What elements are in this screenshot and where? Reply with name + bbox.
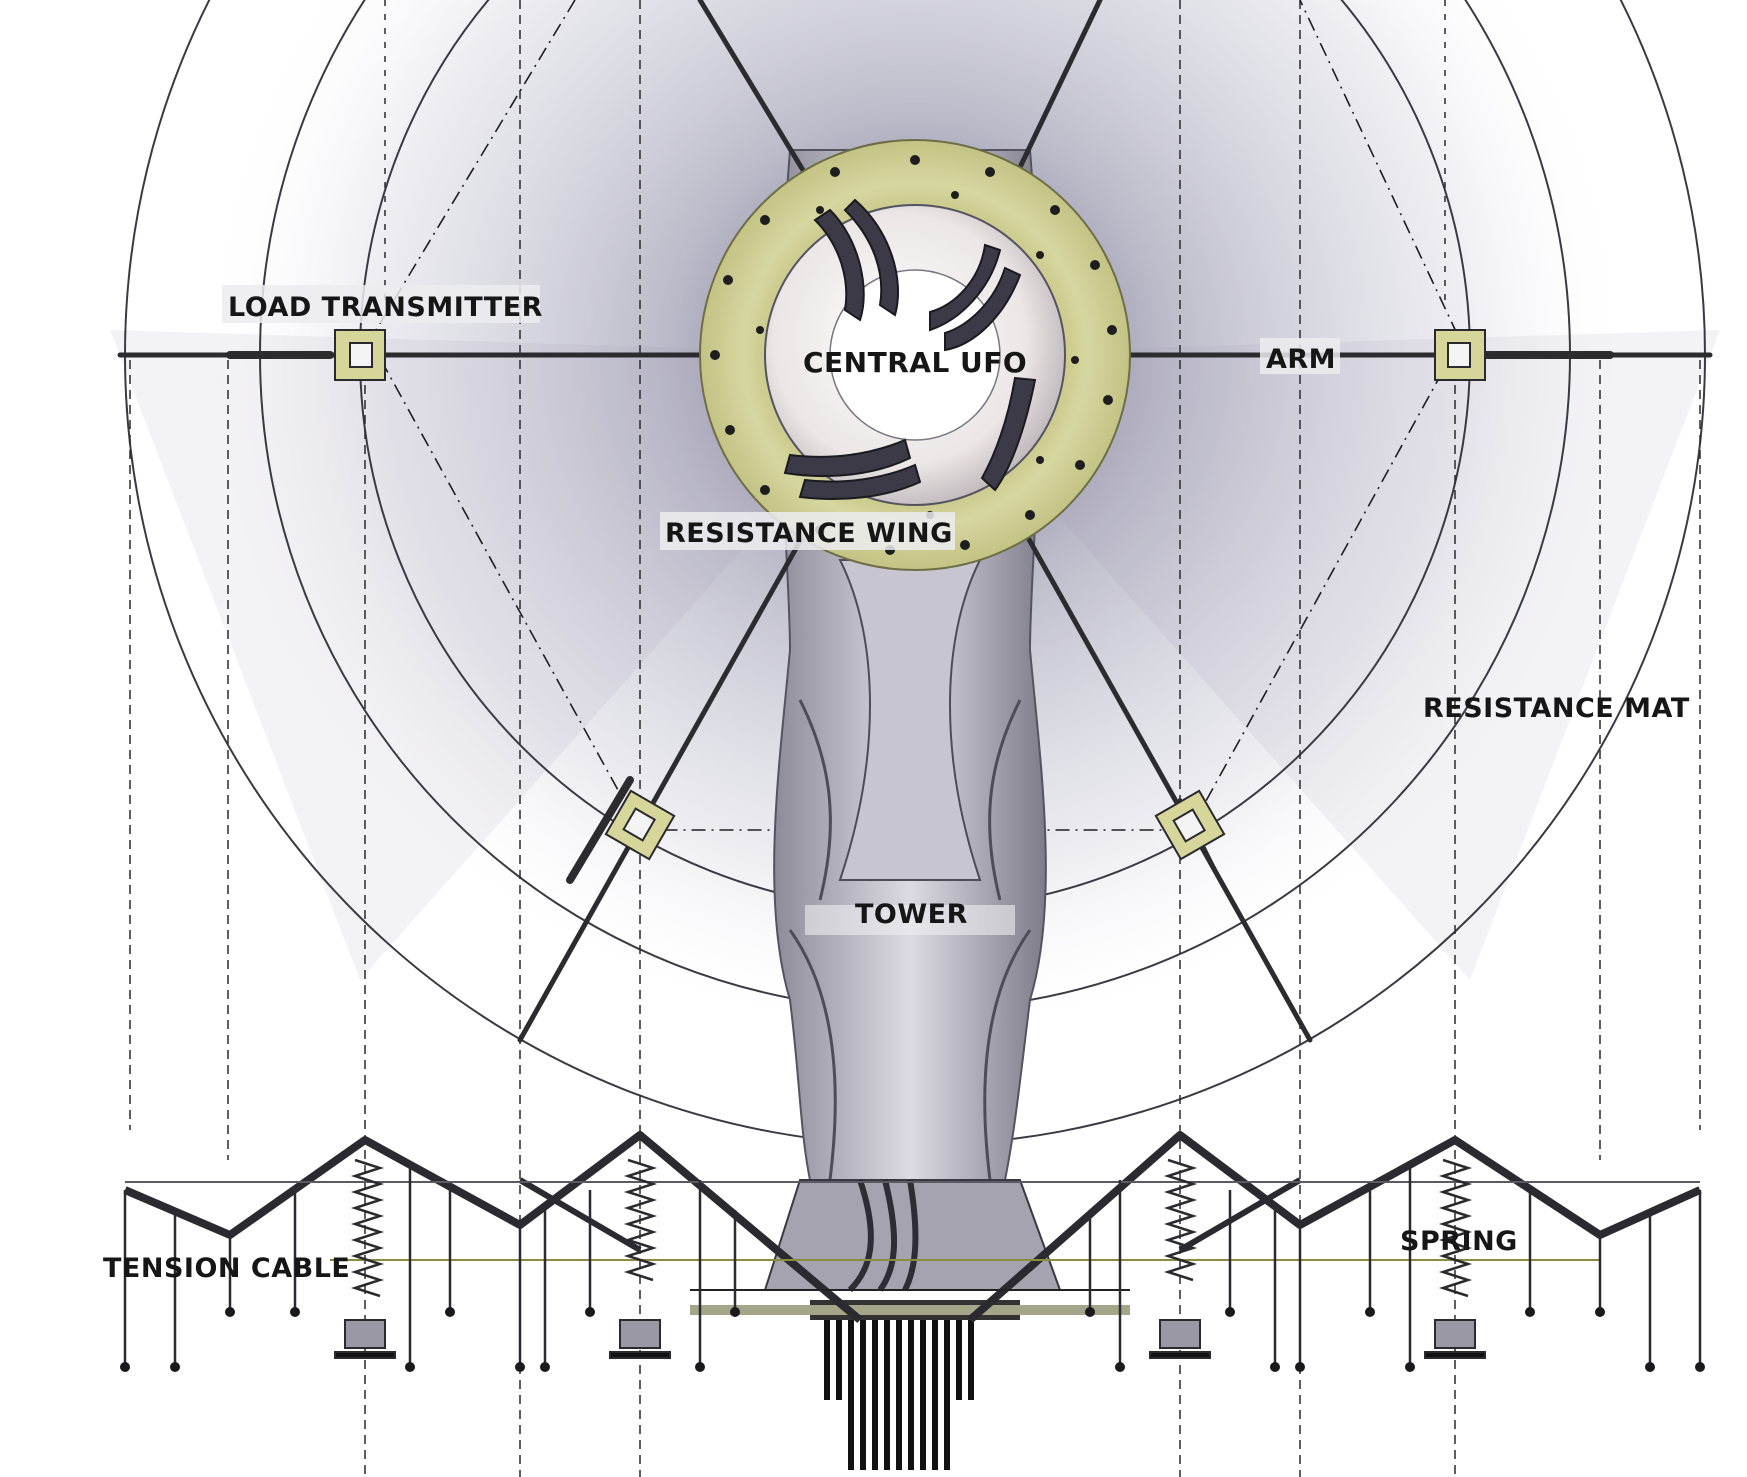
- load-transmitters: [334, 329, 1486, 861]
- hanging-cables: [123, 1165, 1702, 1365]
- label-tension-cable: TENSION CABLE: [103, 1253, 350, 1284]
- resistance-wings: [783, 198, 1037, 501]
- label-resistance-mat: RESISTANCE MAT: [1423, 693, 1690, 724]
- cable-anchors: [120, 1307, 1705, 1372]
- projection-lines: [129, 0, 1701, 1477]
- labels: LOAD TRANSMITTER CENTRAL UFO ARM RESISTA…: [103, 285, 1690, 1284]
- tension-cables: [330, 1259, 1600, 1291]
- springs: [350, 1158, 1473, 1298]
- ring-dots: [710, 155, 1117, 555]
- dash-dot-frame: [369, 0, 1461, 831]
- label-tower: TOWER: [855, 899, 968, 930]
- label-spring: SPRING: [1400, 1226, 1518, 1257]
- label-arm: ARM: [1266, 344, 1336, 375]
- spring-bases: [334, 1319, 1486, 1359]
- foundation-piles: [690, 1300, 1130, 1470]
- label-resistance-wing: RESISTANCE WING: [665, 518, 953, 549]
- label-load-transmitter: LOAD TRANSMITTER: [228, 292, 543, 323]
- label-central-ufo: CENTRAL UFO: [803, 346, 1027, 379]
